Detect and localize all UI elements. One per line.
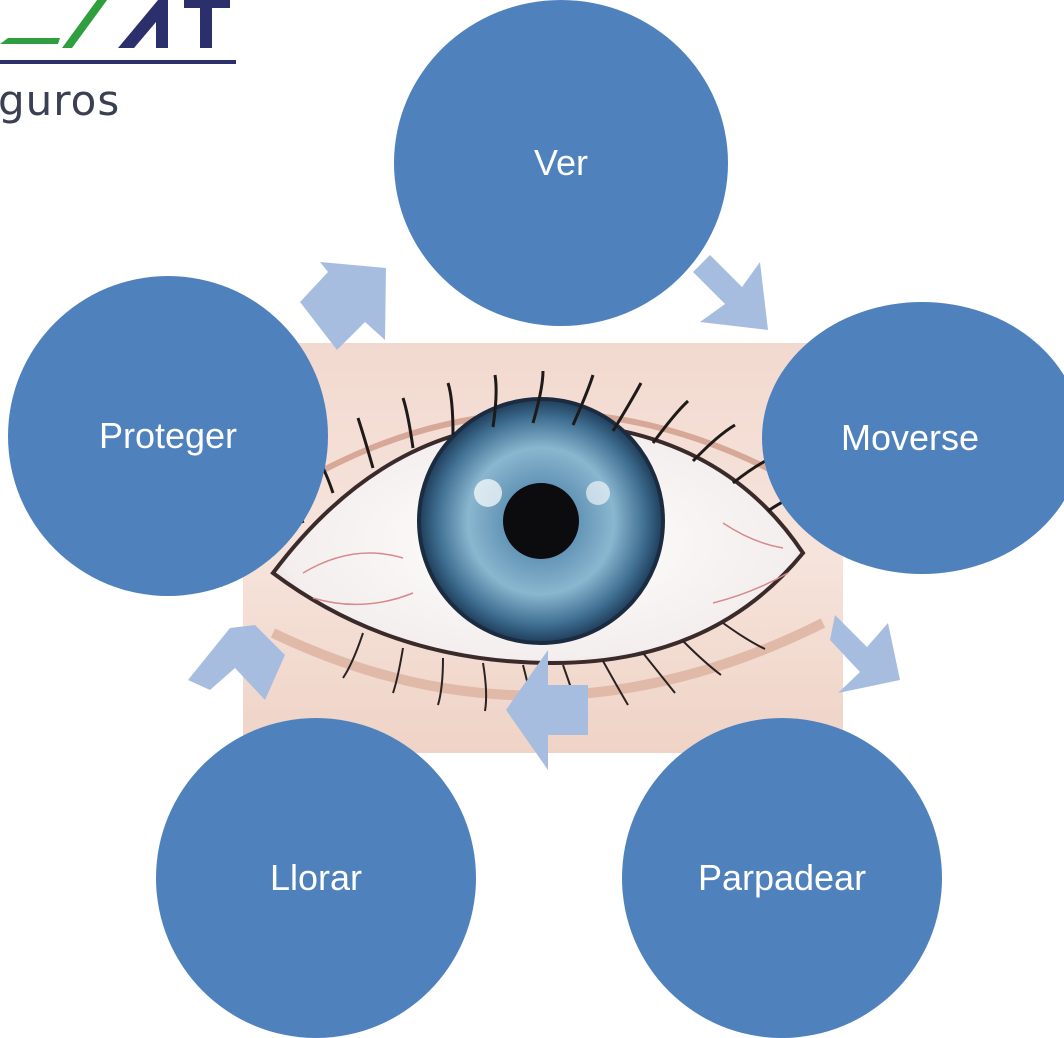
node-ver: Ver bbox=[394, 0, 728, 326]
node-llorar: Llorar bbox=[156, 718, 476, 1038]
node-label: Ver bbox=[533, 142, 589, 183]
node-proteger: Proteger bbox=[8, 276, 328, 596]
logo-mark bbox=[0, 0, 230, 48]
node-label: Proteger bbox=[98, 415, 238, 456]
company-logo: guros bbox=[0, 0, 240, 140]
eye-illustration bbox=[243, 343, 843, 753]
logo-wordmark: guros bbox=[0, 76, 121, 125]
node-parpadear: Parpadear bbox=[622, 718, 942, 1038]
node-moverse: Moverse bbox=[762, 302, 1064, 574]
node-label: Moverse bbox=[840, 417, 980, 458]
node-label: Llorar bbox=[269, 857, 363, 898]
node-label: Parpadear bbox=[697, 857, 867, 898]
arrow-shape bbox=[300, 262, 386, 350]
arrow-shape bbox=[693, 255, 768, 330]
logo-rule bbox=[0, 60, 236, 64]
